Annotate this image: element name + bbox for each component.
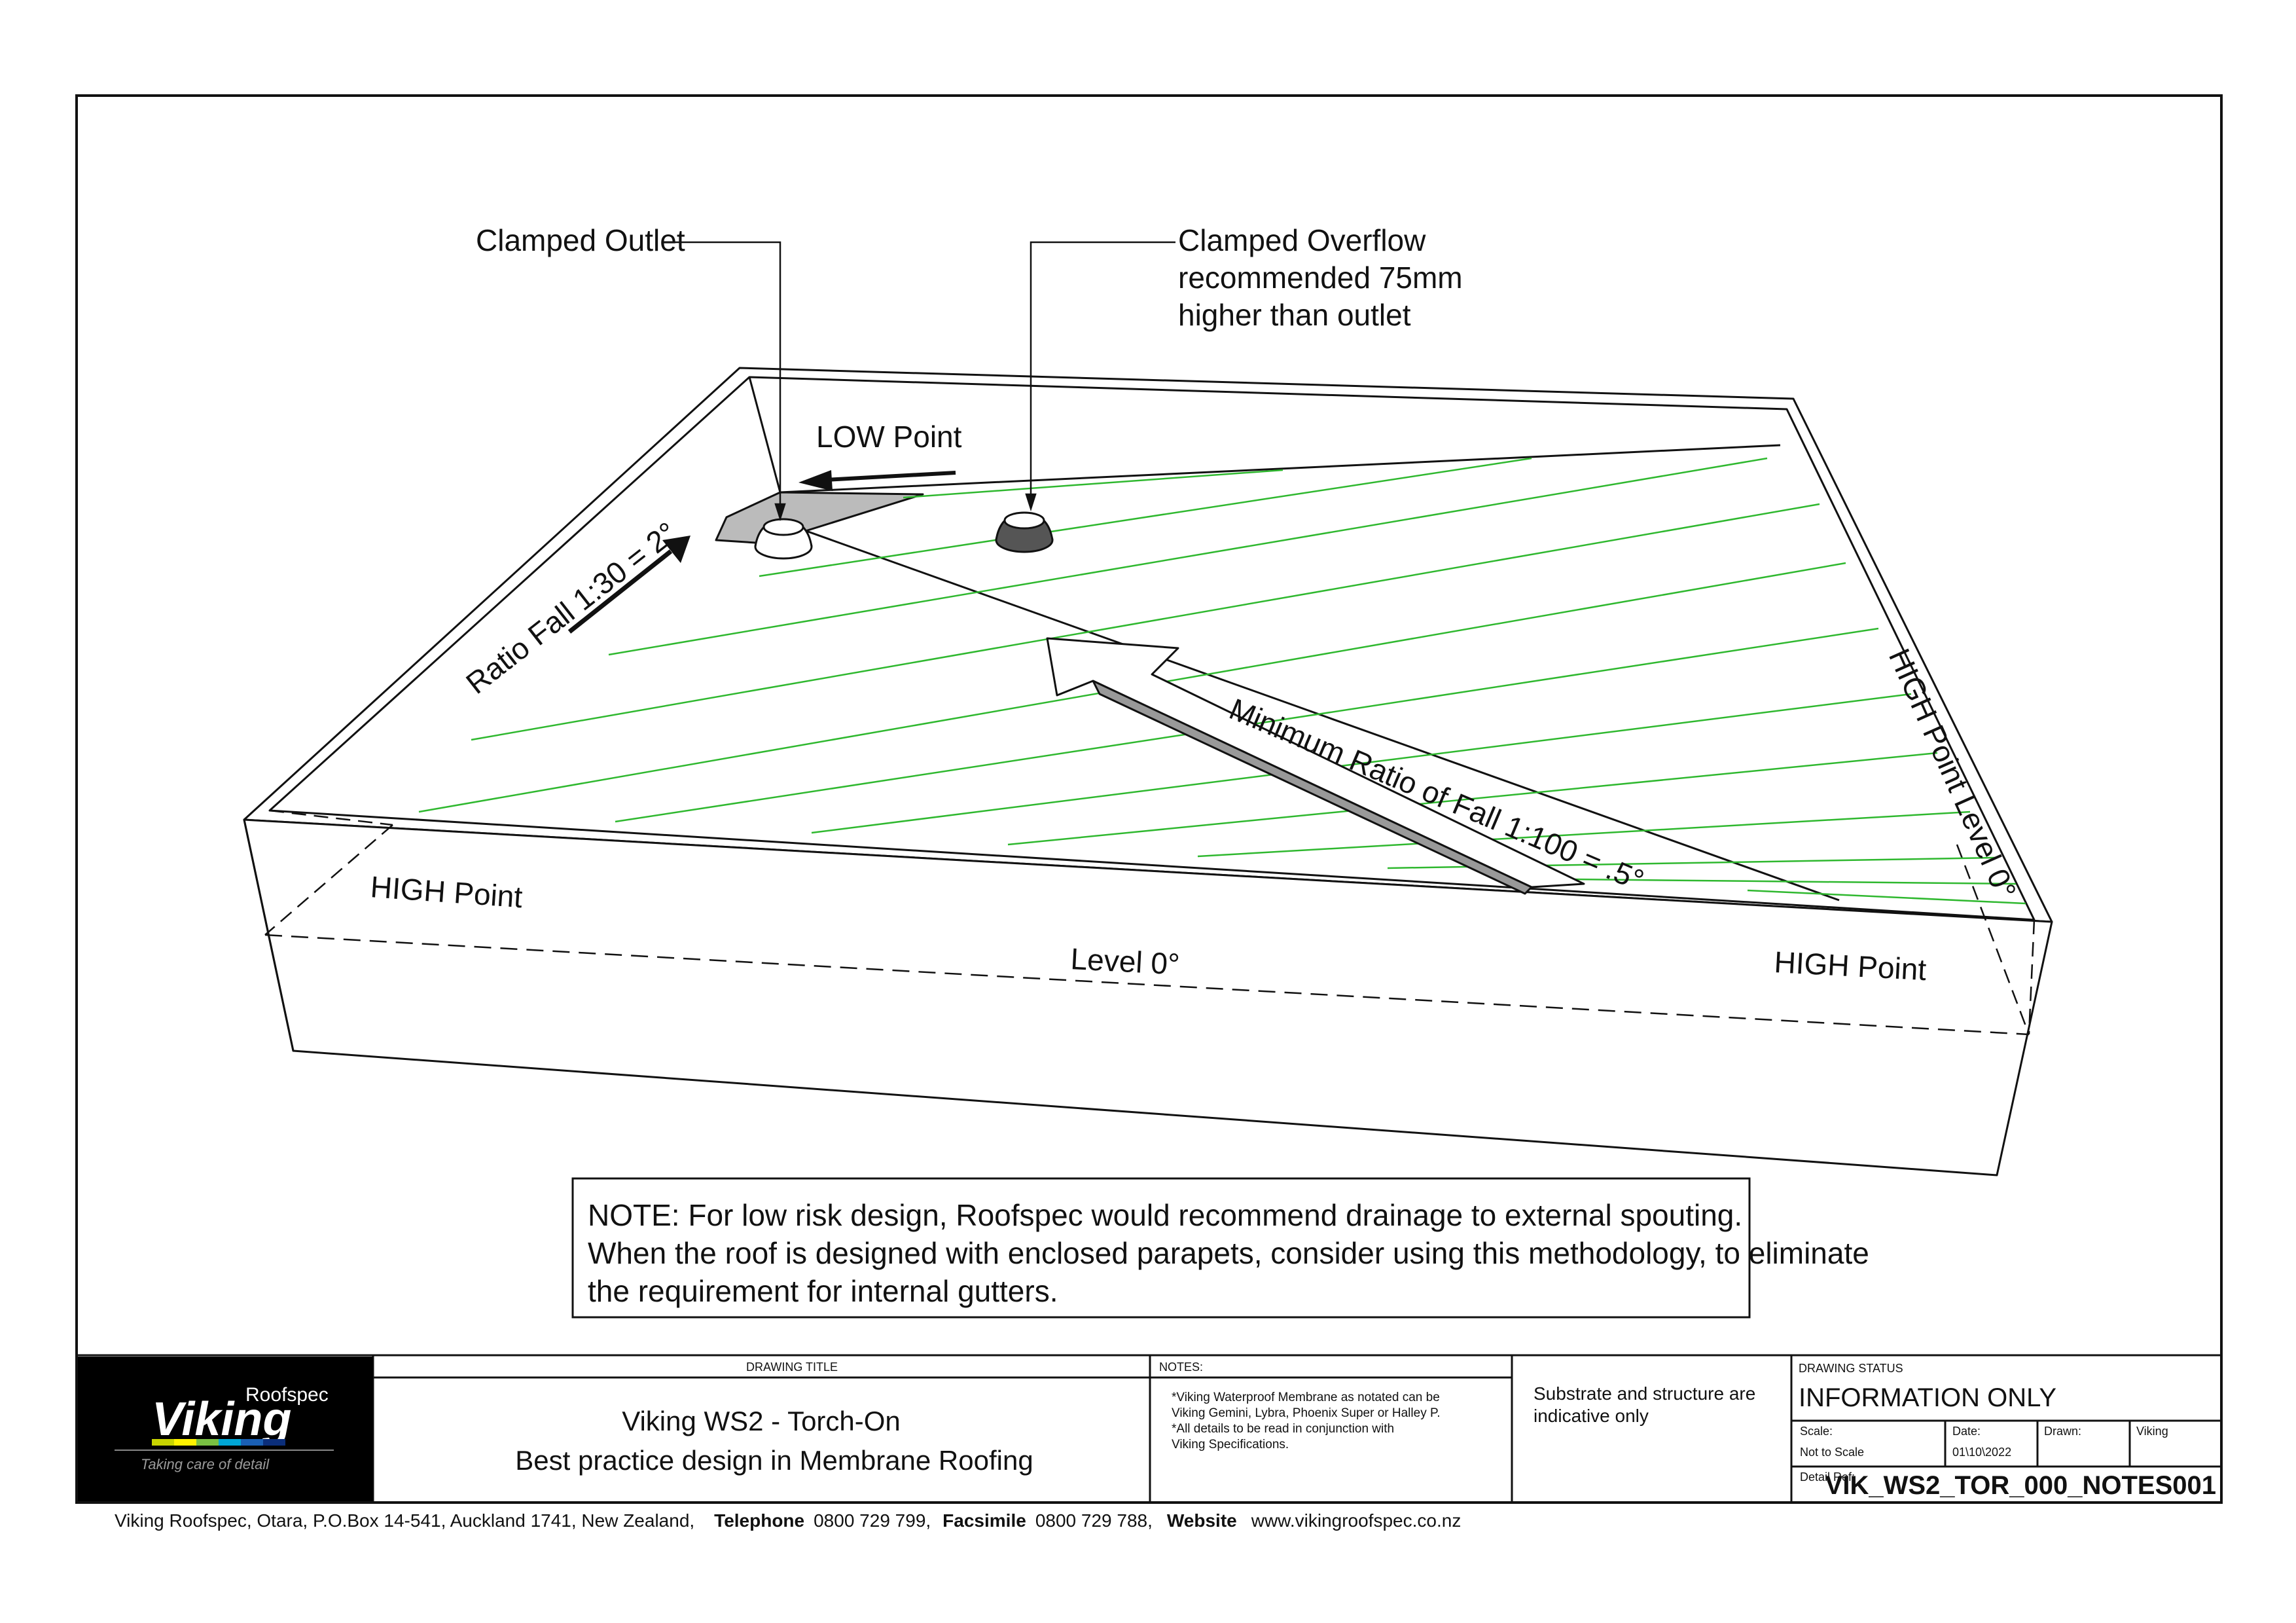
notes-line-1: *Viking Waterproof Membrane as notated c…	[1172, 1391, 1440, 1404]
substrate-line-2: indicative only	[1534, 1406, 1649, 1426]
logo-brand: Viking	[152, 1393, 291, 1446]
label-clamped-overflow-1: Clamped Overflow	[1178, 223, 1426, 257]
date-value: 01\10\2022	[1952, 1446, 2011, 1459]
footer-website[interactable]: www.vikingroofspec.co.nz	[1251, 1510, 1462, 1531]
svg-text:Viking Roofspec, Otara, P.O.Bo: Viking Roofspec, Otara, P.O.Box 14-541, …	[115, 1510, 1461, 1531]
footer-website-label: Website	[1167, 1510, 1237, 1531]
notes-line-2: Viking Gemini, Lybra, Phoenix Super or H…	[1172, 1406, 1440, 1420]
footer-address: Viking Roofspec, Otara, P.O.Box 14-541, …	[115, 1510, 694, 1531]
drawn-label: Drawn:	[2044, 1425, 2081, 1438]
logo-panel	[78, 1357, 373, 1501]
low-point-arrow	[798, 470, 956, 491]
detail-ref-value: VIK_WS2_TOR_000_NOTES001	[1825, 1471, 2216, 1500]
note-box	[571, 1177, 1751, 1319]
label-high-point-right: HIGH Point	[1773, 945, 1927, 987]
notes-line-3: *All details to be read in conjunction w…	[1172, 1422, 1394, 1436]
drawn-value: Viking	[2136, 1425, 2168, 1438]
footer-telephone: 0800 729 799,	[814, 1510, 931, 1531]
status-value: INFORMATION ONLY	[1799, 1383, 2056, 1412]
scale-label: Scale:	[1800, 1425, 1833, 1438]
label-low-point: LOW Point	[816, 420, 962, 454]
detail-ref-label: Detail Ref:	[1800, 1470, 1855, 1484]
footer: Viking Roofspec, Otara, P.O.Box 14-541, …	[115, 1510, 1461, 1531]
title-block	[77, 1354, 2221, 1503]
note-line-2: When the roof is designed with enclosed …	[588, 1236, 1869, 1270]
roof-diagram	[243, 367, 2053, 1176]
drawing-title-line-1: Viking WS2 - Torch-On	[622, 1406, 901, 1436]
drawing-title-line-2: Best practice design in Membrane Roofing	[515, 1445, 1033, 1476]
minimum-fall-arrow	[1046, 637, 1585, 895]
label-clamped-overflow-2: recommended 75mm	[1178, 261, 1463, 295]
ratio-fall-arrow	[567, 536, 691, 634]
footer-telephone-label: Telephone	[714, 1510, 804, 1531]
valley-line-2	[780, 444, 1781, 494]
left-wall	[243, 818, 295, 1052]
valley-line	[748, 376, 781, 493]
corner-dash-left	[269, 809, 393, 826]
label-level: Level 0°	[1069, 941, 1180, 981]
substrate-line-1: Substrate and structure are	[1534, 1383, 1755, 1404]
viking-logo: Roofspec Viking Taking care of detail	[115, 1384, 334, 1472]
logo-tagline: Taking care of detail	[141, 1456, 270, 1472]
footer-fax-label: Facsimile	[942, 1510, 1026, 1531]
leaders	[662, 241, 1175, 522]
level-line-front	[264, 934, 2030, 1036]
diagonal-ridge	[749, 509, 1840, 902]
notes-header: NOTES:	[1159, 1360, 1203, 1374]
note-line-1: NOTE: For low risk design, Roofspec woul…	[588, 1198, 1742, 1232]
corner-dash-right	[1956, 844, 2030, 1035]
date-label: Date:	[1952, 1425, 1981, 1438]
label-clamped-overflow-3: higher than outlet	[1178, 298, 1411, 332]
scale-value: Not to Scale	[1800, 1446, 1864, 1459]
notes-line-4: Viking Specifications.	[1172, 1438, 1289, 1451]
logo-superscript: Roofspec	[245, 1384, 329, 1406]
drawing-title-header: DRAWING TITLE	[746, 1360, 838, 1374]
corner-dash-left-v	[264, 824, 393, 936]
status-header: DRAWING STATUS	[1799, 1362, 1903, 1375]
footer-fax: 0800 729 788,	[1035, 1510, 1153, 1531]
outlets	[754, 511, 1054, 560]
label-clamped-outlet: Clamped Outlet	[476, 223, 685, 257]
note-line-3: the requirement for internal gutters.	[588, 1274, 1058, 1308]
corner-dash-right-b	[2028, 919, 2036, 1035]
